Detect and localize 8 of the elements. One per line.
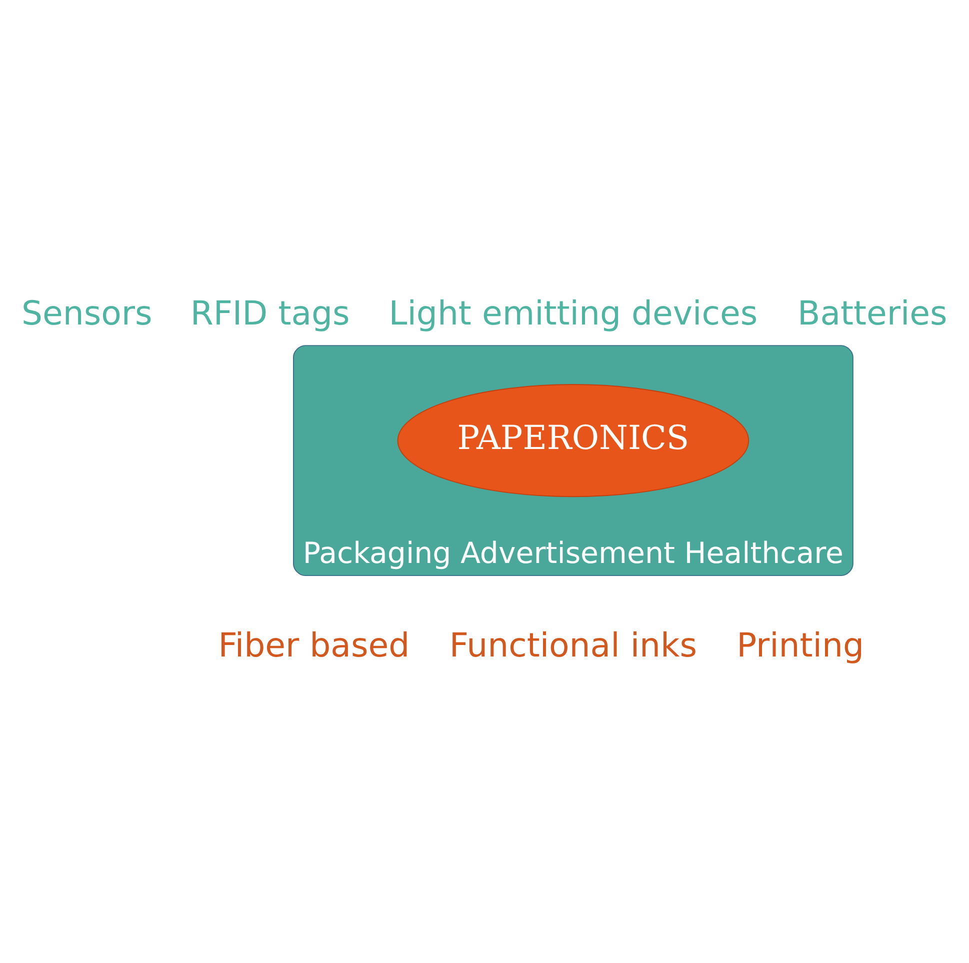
label: Printing bbox=[736, 625, 864, 664]
label: RFID tags bbox=[190, 292, 350, 332]
label: Fiber based bbox=[218, 625, 410, 664]
node-ellipse: PAPERONICS bbox=[397, 384, 750, 497]
label: Light emitting devices bbox=[388, 292, 758, 332]
label: Functional inks bbox=[449, 625, 697, 664]
label: Batteries bbox=[797, 292, 948, 332]
label: Sensors bbox=[21, 292, 152, 332]
